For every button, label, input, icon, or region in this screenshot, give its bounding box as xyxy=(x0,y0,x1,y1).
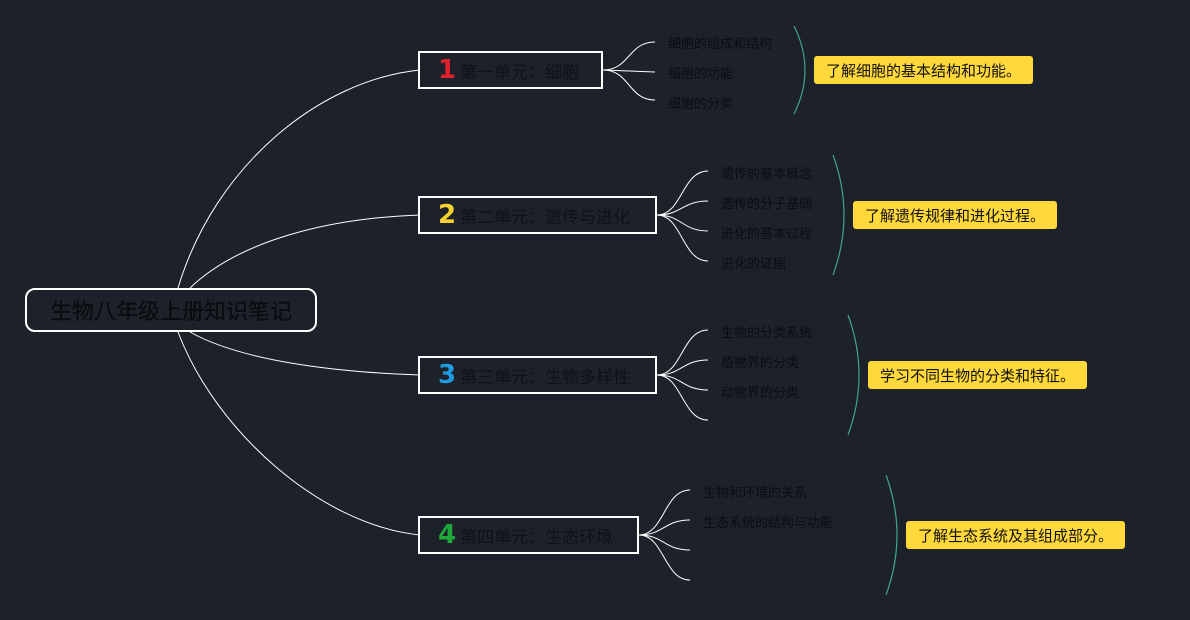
summary-2[interactable]: 了解遗传规律和进化过程。 xyxy=(853,201,1058,229)
leaf-2-4[interactable]: 进化的证据 xyxy=(721,257,787,272)
unit-number-1: 1 xyxy=(438,55,457,85)
summary-text-3: 学习不同生物的分类和特征。 xyxy=(880,366,1076,385)
root-node[interactable]: 生物八年级上册知识笔记 xyxy=(25,288,317,332)
leaf-3-3[interactable]: 动物界的分类 xyxy=(721,386,800,401)
unit-node-1[interactable]: 1 第一单元：细胞 xyxy=(418,51,603,89)
summary-4[interactable]: 了解生态系统及其组成部分。 xyxy=(906,521,1126,549)
unit-number-4: 4 xyxy=(438,520,457,550)
root-title: 生物八年级上册知识笔记 xyxy=(49,300,292,325)
leaf-1-1[interactable]: 细胞的组成和结构 xyxy=(668,37,773,52)
leaf-2-2[interactable]: 遗传的分子基础 xyxy=(721,197,813,212)
leaf-3-1[interactable]: 生物的分类系统 xyxy=(721,326,813,341)
leaf-4-2[interactable]: 生态系统的结构与功能 xyxy=(703,516,834,531)
leaf-3-2[interactable]: 植物界的分类 xyxy=(721,356,800,371)
unit-node-3[interactable]: 3 第三单元：生物多样性 xyxy=(418,356,657,394)
summary-3[interactable]: 学习不同生物的分类和特征。 xyxy=(868,361,1088,389)
summary-1[interactable]: 了解细胞的基本结构和功能。 xyxy=(814,56,1034,84)
unit-number-3: 3 xyxy=(438,360,457,390)
leaf-1-2[interactable]: 细胞的功能 xyxy=(668,67,734,82)
leaf-1-3[interactable]: 细胞的分类 xyxy=(668,97,734,112)
summary-text-4: 了解生态系统及其组成部分。 xyxy=(918,526,1114,545)
unit-title-2: 第二单元：遗传与进化 xyxy=(460,207,631,228)
unit-title-4: 第四单元：生态环境 xyxy=(460,527,614,548)
unit-title-1: 第一单元：细胞 xyxy=(460,62,580,83)
unit-node-4[interactable]: 4 第四单元：生态环境 xyxy=(418,516,639,554)
leaf-2-1[interactable]: 遗传的基本概念 xyxy=(721,167,813,182)
leaf-4-1[interactable]: 生物和环境的关系 xyxy=(703,486,808,501)
unit-title-3: 第三单元：生物多样性 xyxy=(460,367,631,388)
summary-text-2: 了解遗传规律和进化过程。 xyxy=(865,206,1046,225)
unit-node-2[interactable]: 2 第二单元：遗传与进化 xyxy=(418,196,657,234)
summary-text-1: 了解细胞的基本结构和功能。 xyxy=(826,61,1022,80)
unit-number-2: 2 xyxy=(438,200,457,230)
leaf-2-3[interactable]: 进化的基本过程 xyxy=(721,227,813,242)
